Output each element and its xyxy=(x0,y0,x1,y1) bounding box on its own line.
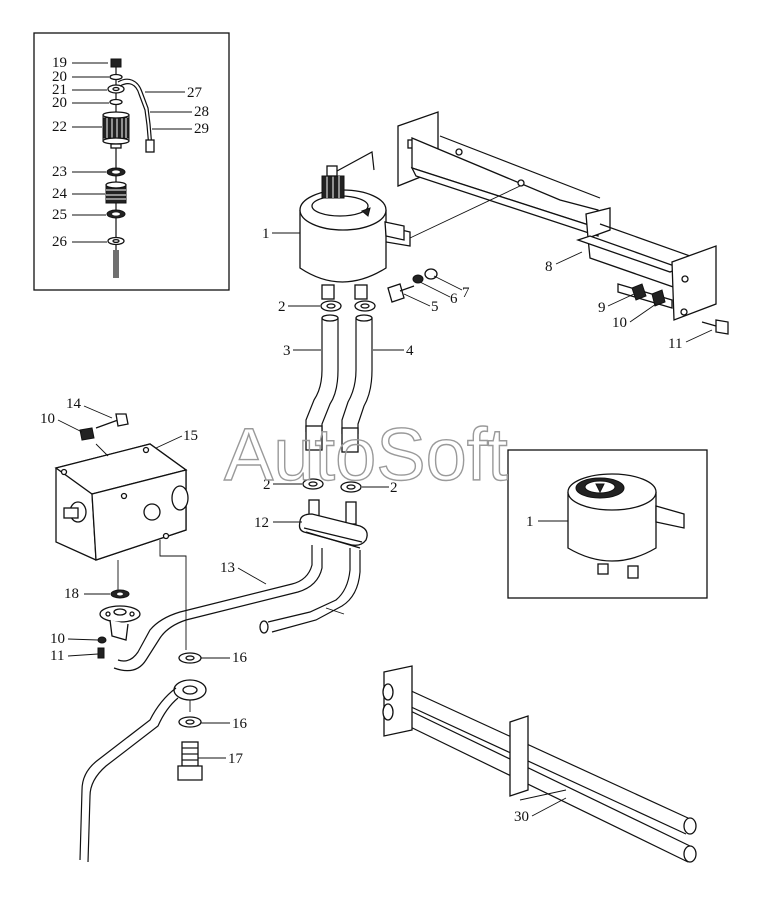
reservoir-view-inset xyxy=(507,449,708,599)
callout-14: 14 xyxy=(66,396,82,412)
cooler-pipes-30 xyxy=(382,665,697,863)
callout-11-flange: 11 xyxy=(50,648,64,664)
callout-2-d: 2 xyxy=(390,480,398,496)
banjo-fitting xyxy=(79,652,207,863)
callout-22: 22 xyxy=(52,119,67,135)
callout-10-right: 10 xyxy=(612,315,627,331)
callout-25: 25 xyxy=(52,207,67,223)
clamp-12 xyxy=(298,499,368,549)
callout-30: 30 xyxy=(514,809,529,825)
callout-3: 3 xyxy=(283,343,291,359)
callout-11-right: 11 xyxy=(668,336,682,352)
filter-element-22 xyxy=(102,111,130,149)
callout-26: 26 xyxy=(52,234,68,250)
callout-19: 19 xyxy=(52,55,67,71)
hose-4 xyxy=(341,314,373,453)
callout-9: 9 xyxy=(598,300,606,316)
callout-7: 7 xyxy=(462,285,470,301)
filter-detail-inset: 19 20 21 20 22 23 24 25 26 27 28 29 xyxy=(33,32,230,291)
callout-20b: 20 xyxy=(52,95,67,111)
callout-4: 4 xyxy=(406,343,414,359)
bolt-14 xyxy=(79,413,129,457)
callout-24: 24 xyxy=(52,186,68,202)
mounting-bracket-8 xyxy=(383,111,729,335)
callout-29: 29 xyxy=(194,121,209,137)
callout-28: 28 xyxy=(194,104,209,120)
callout-5: 5 xyxy=(431,299,439,315)
bolt-11-right xyxy=(701,319,729,335)
callout-16-a: 16 xyxy=(232,650,248,666)
callout-16-b: 16 xyxy=(232,716,248,732)
flange-fitting xyxy=(97,589,141,659)
callout-10-flange: 10 xyxy=(50,631,65,647)
fasteners-5-6-7 xyxy=(387,268,438,303)
spring-24 xyxy=(105,181,127,204)
hose-3 xyxy=(305,314,339,451)
callout-15: 15 xyxy=(183,428,198,444)
callout-2-c: 2 xyxy=(263,477,271,493)
callout-23: 23 xyxy=(52,164,67,180)
callout-18: 18 xyxy=(64,586,79,602)
callout-1: 1 xyxy=(262,226,270,242)
hydraulic-pump-15 xyxy=(54,443,189,650)
main-callouts: 1 2 3 4 5 6 7 8 9 10 11 10 14 15 2 2 12 xyxy=(40,226,713,825)
watermark-text: AutoSoft xyxy=(224,413,508,496)
callout-8: 8 xyxy=(545,259,553,275)
callout-10-pump: 10 xyxy=(40,411,55,427)
callout-1-inset: 1 xyxy=(526,514,534,530)
callout-20: 20 xyxy=(52,69,67,85)
callout-21: 21 xyxy=(52,82,67,98)
inset-callouts: 19 20 21 20 22 23 24 25 26 27 28 29 xyxy=(52,55,209,250)
callout-12: 12 xyxy=(254,515,269,531)
callout-2-a: 2 xyxy=(278,299,286,315)
callout-27: 27 xyxy=(187,85,203,101)
pipe-13 xyxy=(113,545,361,672)
callout-6: 6 xyxy=(450,291,458,307)
callout-13: 13 xyxy=(220,560,235,576)
oil-reservoir-1 xyxy=(299,151,405,300)
callout-17: 17 xyxy=(228,751,244,767)
